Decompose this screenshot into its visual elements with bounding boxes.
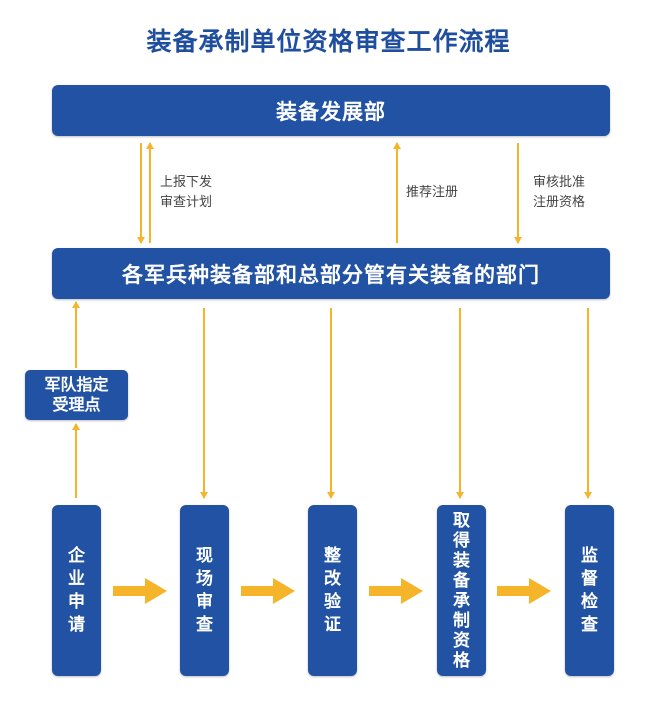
arrow-right-3 <box>369 578 423 604</box>
side-box-line1: 军队指定 <box>44 375 109 394</box>
approve-label: 审核批准注册资格 <box>533 175 586 210</box>
equipment-development-dept-box: 装备发展部 <box>52 85 610 136</box>
step-rectification: 整改验证 <box>308 505 357 676</box>
service-equipment-depts-box: 各军兵种装备部和总部分管有关装备的部门 <box>52 248 610 299</box>
page-title: 装备承制单位资格审查工作流程 <box>146 27 511 56</box>
step-enterprise-application: 企业申请 <box>52 505 101 676</box>
arrow-right-2 <box>241 578 295 604</box>
arrow-right-1 <box>113 578 167 604</box>
report-plan-label: 上报下发审查计划 <box>160 175 213 210</box>
step-onsite-review: 现场审查 <box>180 505 229 676</box>
designated-acceptance-point-box: 军队指定受理点 <box>25 370 128 420</box>
step-obtain-qualification: 取得装备承制资格 <box>437 505 486 676</box>
step-supervision: 监督检查 <box>565 505 614 676</box>
recommend-label: 推荐注册 <box>406 185 459 200</box>
side-box-line2: 受理点 <box>52 395 101 414</box>
arrow-right-4 <box>497 578 551 604</box>
